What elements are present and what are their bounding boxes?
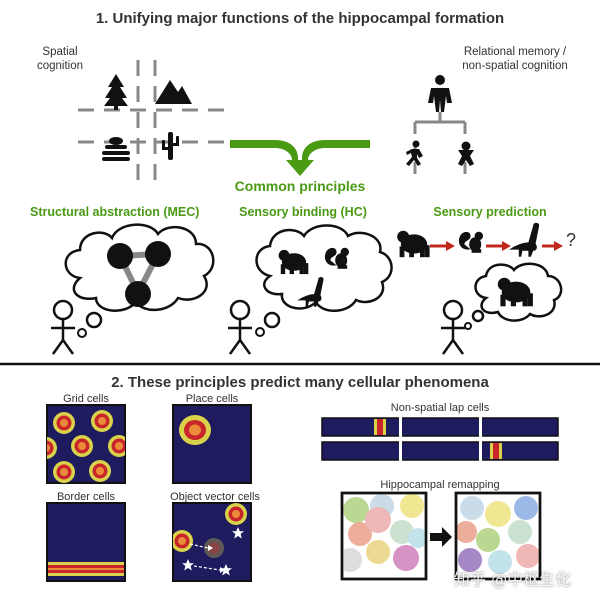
principle-sensory-prediction: Sensory prediction: [433, 205, 547, 219]
hippocampal-remapping-label: Hippocampal remapping: [380, 479, 500, 491]
dinosaur-icon: [509, 222, 540, 257]
principle-structural-abstraction: Structural abstraction (MEC): [30, 205, 200, 219]
baby-icon: [458, 141, 474, 166]
lap-cells-panel: [321, 416, 559, 462]
lap-field-row2: [490, 443, 502, 459]
gorilla-icon: [397, 230, 430, 258]
thought-cloud-icon: [64, 223, 215, 338]
grid-cells-label: Grid cells: [63, 393, 109, 405]
relational-memory-label: Relational memory / non-spatial cognitio…: [462, 46, 568, 72]
object-vector-cells-panel: [172, 502, 252, 582]
stick-figure-icon: [49, 299, 77, 356]
relational-tree-lines: [413, 112, 467, 180]
place-cells-label: Place cells: [185, 393, 239, 405]
common-principles-arrow: [230, 140, 370, 176]
principle-sensory-binding: Sensory binding (HC): [239, 205, 367, 219]
common-principles-label: Common principles: [234, 178, 366, 194]
stick-figure-icon: [439, 299, 467, 356]
structural-graph-icon: [107, 241, 171, 307]
lap-field-row1: [374, 419, 386, 435]
thought-cloud-icon: [255, 224, 393, 337]
remapping-arrow: [430, 527, 452, 547]
spatial-cognition-label: Spatial cognition: [36, 46, 84, 72]
tree-icon: [104, 74, 128, 110]
object-vector-cells-label: Object vector cells: [170, 491, 260, 503]
squirrel-icon: [458, 231, 483, 253]
remapping-panel: [340, 491, 542, 581]
prediction-question-mark: ?: [566, 230, 577, 250]
border-cells-label: Border cells: [56, 491, 116, 503]
place-cells-panel: [172, 404, 252, 484]
watermark: 知乎 @中枢生化: [454, 570, 572, 589]
border-cells-panel: [46, 502, 126, 582]
lap-cells-label: Non-spatial lap cells: [390, 402, 490, 414]
beehive-icon: [102, 137, 130, 161]
section1-title: 1. Unifying major functions of the hippo…: [95, 10, 505, 27]
prediction-arrows: [430, 241, 563, 251]
section2-title: 2. These principles predict many cellula…: [111, 374, 489, 391]
runner-icon: [406, 140, 423, 166]
stick-figure-icon: [226, 299, 254, 356]
spatial-cognition-grid: [78, 60, 228, 185]
mountain-icon: [155, 80, 192, 104]
grid-cells-panel: [46, 404, 126, 484]
cactus-icon: [162, 132, 179, 160]
person-icon: [428, 75, 452, 112]
